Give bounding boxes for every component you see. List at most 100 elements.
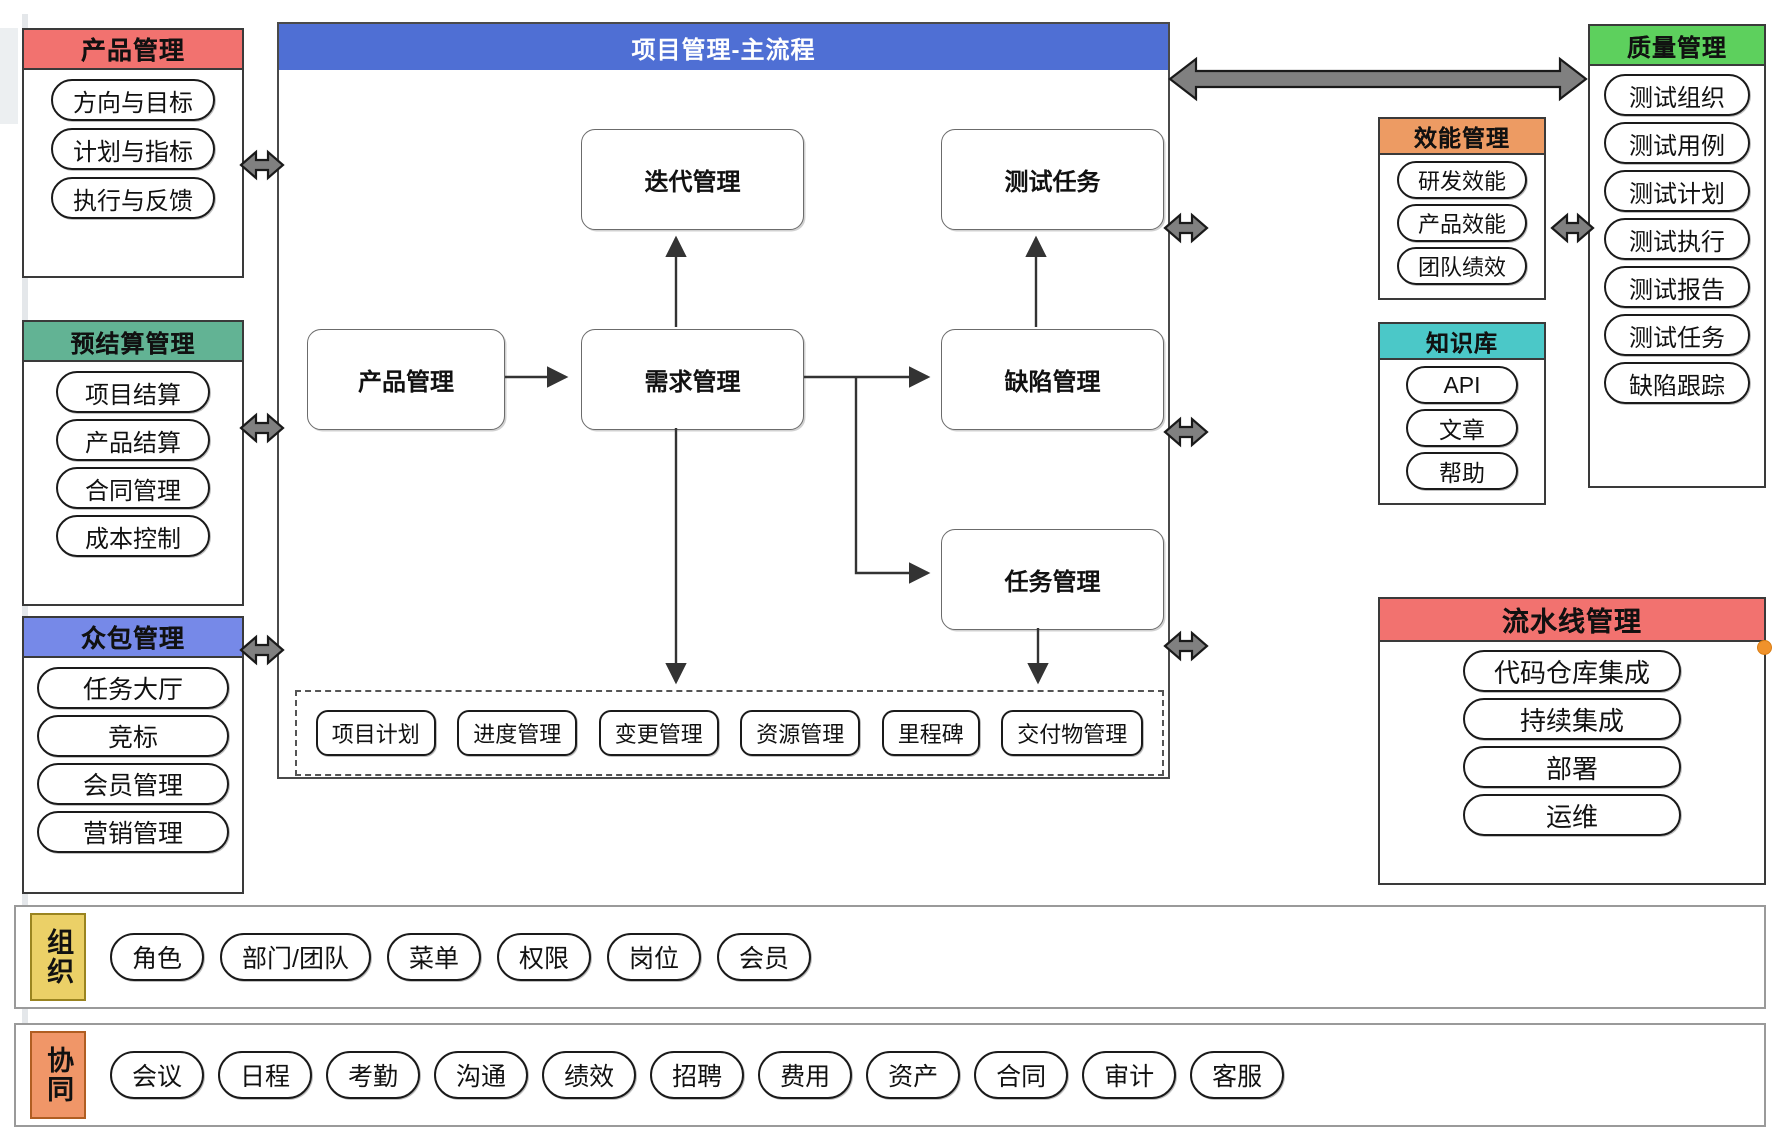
- strip-label-text: 组织: [43, 928, 74, 986]
- item-resource-management[interactable]: 资源管理: [740, 710, 861, 756]
- item-label: 里程碑: [897, 722, 964, 747]
- item-member-management[interactable]: 会员管理: [37, 763, 229, 805]
- item-change-management[interactable]: 变更管理: [598, 710, 719, 756]
- flow-node-task-management[interactable]: 任务管理: [941, 529, 1164, 630]
- item-label: 合同管理: [85, 477, 181, 505]
- panel-title-text: 流水线管理: [1502, 607, 1642, 637]
- item-product-settlement[interactable]: 产品结算: [56, 419, 210, 461]
- flow-node-requirement-management[interactable]: 需求管理: [581, 329, 804, 430]
- item-audit[interactable]: 审计: [1082, 1051, 1177, 1099]
- item-test-report[interactable]: 测试报告: [1604, 266, 1750, 308]
- strip-collaboration: 协同 会议 日程 考勤 沟通 绩效 招聘 费用 资产 合同 审计 客服: [14, 1023, 1766, 1127]
- flow-node-iteration-management[interactable]: 迭代管理: [581, 129, 804, 230]
- item-test-task[interactable]: 测试任务: [1604, 314, 1750, 356]
- item-project-plan[interactable]: 项目计划: [315, 710, 436, 756]
- panel-knowledge-base[interactable]: 知识库 API 文章 帮助: [1378, 322, 1546, 505]
- item-label: 菜单: [408, 945, 459, 973]
- item-team-performance[interactable]: 团队绩效: [1397, 247, 1527, 285]
- item-attendance[interactable]: 考勤: [326, 1051, 421, 1099]
- panel-header-pipeline-management: 流水线管理: [1378, 597, 1766, 642]
- item-article[interactable]: 文章: [1406, 409, 1518, 447]
- item-label: 测试用例: [1629, 132, 1725, 160]
- item-communication[interactable]: 沟通: [434, 1051, 529, 1099]
- item-deliverable-management[interactable]: 交付物管理: [1001, 710, 1144, 756]
- panel-pipeline-management[interactable]: 流水线管理 代码仓库集成 持续集成 部署 运维: [1378, 597, 1766, 885]
- item-label: 团队绩效: [1417, 255, 1506, 280]
- item-help[interactable]: 帮助: [1406, 452, 1518, 490]
- bidirectional-arrow-efficiency-left: [1163, 212, 1209, 244]
- item-label: 沟通: [456, 1063, 507, 1091]
- item-label: 客服: [1212, 1063, 1263, 1091]
- panel-header-efficiency-management: 效能管理: [1378, 117, 1546, 155]
- item-rnd-efficiency[interactable]: 研发效能: [1397, 161, 1527, 199]
- item-asset[interactable]: 资产: [866, 1051, 961, 1099]
- item-plan-metrics[interactable]: 计划与指标: [51, 128, 215, 170]
- item-performance[interactable]: 绩效: [542, 1051, 637, 1099]
- item-contract[interactable]: 合同: [974, 1051, 1069, 1099]
- flow-node-label: 需求管理: [644, 369, 741, 396]
- item-label: 测试执行: [1629, 228, 1725, 256]
- item-label: 会议: [132, 1063, 183, 1091]
- item-role[interactable]: 角色: [110, 933, 205, 981]
- panel-body-efficiency-management: 研发效能 产品效能 团队绩效: [1380, 155, 1544, 298]
- flow-node-test-task[interactable]: 测试任务: [941, 129, 1164, 230]
- item-milestone[interactable]: 里程碑: [881, 710, 980, 756]
- panel-quality-management[interactable]: 质量管理 测试组织 测试用例 测试计划 测试执行 测试报告 测试任务 缺陷跟踪: [1588, 24, 1766, 488]
- item-schedule-management[interactable]: 进度管理: [457, 710, 578, 756]
- item-label: 成本控制: [85, 525, 181, 553]
- item-defect-tracking[interactable]: 缺陷跟踪: [1604, 362, 1750, 404]
- item-operations[interactable]: 运维: [1463, 794, 1681, 836]
- panel-title-text: 质量管理: [1627, 34, 1727, 62]
- item-test-organization[interactable]: 测试组织: [1604, 74, 1750, 116]
- item-contract-management[interactable]: 合同管理: [56, 467, 210, 509]
- panel-budget-settlement-management[interactable]: 预结算管理 项目结算 产品结算 合同管理 成本控制: [22, 320, 244, 606]
- item-execution-feedback[interactable]: 执行与反馈: [51, 177, 215, 219]
- panel-crowdsourcing-management[interactable]: 众包管理 任务大厅 竞标 会员管理 营销管理: [22, 616, 244, 894]
- item-project-settlement[interactable]: 项目结算: [56, 371, 210, 413]
- item-test-execution[interactable]: 测试执行: [1604, 218, 1750, 260]
- strip-items-collaboration: 会议 日程 考勤 沟通 绩效 招聘 费用 资产 合同 审计 客服: [86, 1025, 1764, 1125]
- item-code-repo-integration[interactable]: 代码仓库集成: [1463, 650, 1681, 692]
- item-continuous-integration[interactable]: 持续集成: [1463, 698, 1681, 740]
- panel-body-knowledge-base: API 文章 帮助: [1380, 360, 1544, 503]
- panel-header-product-management: 产品管理: [22, 28, 244, 70]
- item-menu[interactable]: 菜单: [386, 933, 481, 981]
- item-label: 项目结算: [85, 381, 181, 409]
- item-test-plan[interactable]: 测试计划: [1604, 170, 1750, 212]
- item-expense[interactable]: 费用: [758, 1051, 853, 1099]
- panel-efficiency-management[interactable]: 效能管理 研发效能 产品效能 团队绩效: [1378, 117, 1546, 300]
- item-label: 绩效: [564, 1063, 615, 1091]
- item-product-efficiency[interactable]: 产品效能: [1397, 204, 1527, 242]
- item-label: 研发效能: [1417, 169, 1506, 194]
- flow-node-defect-management[interactable]: 缺陷管理: [941, 329, 1164, 430]
- item-customer-service[interactable]: 客服: [1190, 1051, 1285, 1099]
- item-label: 任务大厅: [82, 676, 183, 704]
- item-api[interactable]: API: [1406, 366, 1518, 404]
- item-department-team[interactable]: 部门/团队: [220, 933, 371, 981]
- flow-node-product-management[interactable]: 产品管理: [307, 329, 505, 430]
- item-label: 帮助: [1439, 460, 1485, 486]
- item-deployment[interactable]: 部署: [1463, 746, 1681, 788]
- item-label: 测试组织: [1629, 84, 1725, 112]
- item-meeting[interactable]: 会议: [110, 1051, 205, 1099]
- item-label: 测试计划: [1629, 180, 1725, 208]
- item-recruitment[interactable]: 招聘: [650, 1051, 745, 1099]
- panel-product-management[interactable]: 产品管理 方向与目标 计划与指标 执行与反馈: [22, 28, 244, 278]
- item-label: 招聘: [672, 1063, 723, 1091]
- item-task-hall[interactable]: 任务大厅: [37, 667, 229, 709]
- item-label: 测试任务: [1629, 324, 1725, 352]
- item-position[interactable]: 岗位: [607, 933, 702, 981]
- item-marketing-management[interactable]: 营销管理: [37, 811, 229, 853]
- item-direction-goals[interactable]: 方向与目标: [51, 79, 215, 121]
- item-member[interactable]: 会员: [717, 933, 812, 981]
- background-artifact: [0, 28, 18, 124]
- item-test-case[interactable]: 测试用例: [1604, 122, 1750, 164]
- item-bidding[interactable]: 竞标: [37, 715, 229, 757]
- item-schedule[interactable]: 日程: [218, 1051, 313, 1099]
- item-cost-control[interactable]: 成本控制: [56, 515, 210, 557]
- strip-label-collaboration: 协同: [30, 1031, 86, 1119]
- strip-organization: 组织 角色 部门/团队 菜单 权限 岗位 会员: [14, 905, 1766, 1009]
- item-permission[interactable]: 权限: [496, 933, 591, 981]
- item-label: 产品效能: [1417, 212, 1506, 237]
